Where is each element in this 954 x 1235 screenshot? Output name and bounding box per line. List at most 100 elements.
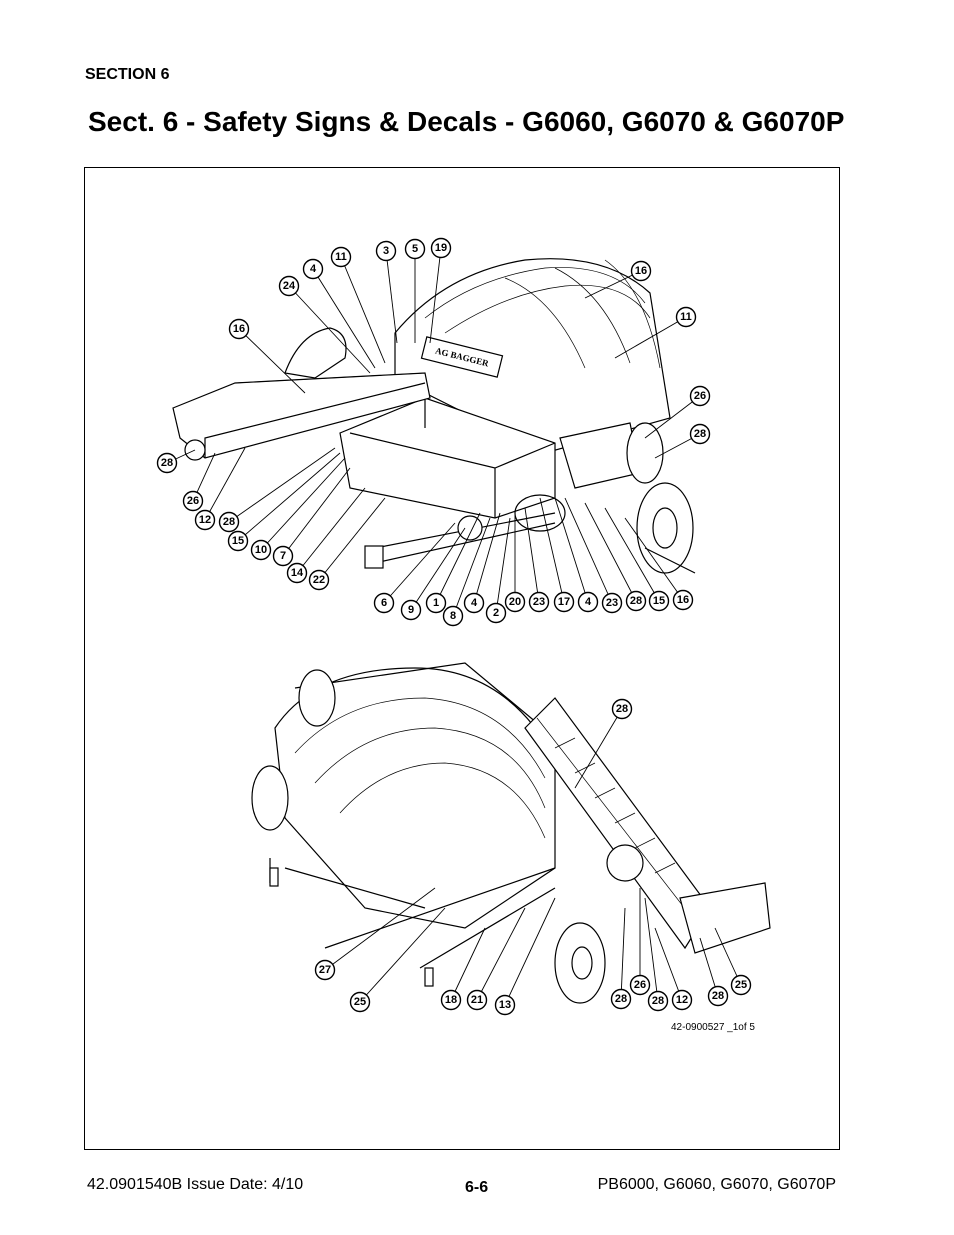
callout-number: 16 [635,265,647,277]
callout-circle [182,490,204,512]
callout-circle [278,275,300,297]
callout-balloon: 26 [689,385,711,407]
callout-circle [610,988,632,1010]
callout-circle [375,240,397,262]
callout-balloon: 25 [730,974,752,996]
callout-circle [250,539,272,561]
callout-circle [404,238,426,260]
callout-leader-line [340,256,386,364]
callout-number: 4 [585,596,592,608]
callout-leader-line [644,897,659,1002]
callout-leader-line [554,497,589,603]
callout-leader-line [429,247,442,344]
callout-number: 13 [499,999,511,1011]
callout-number: 28 [616,703,628,715]
page-title: Sect. 6 - Safety Signs & Decals - G6060,… [88,106,845,137]
callout-number: 12 [676,994,688,1006]
callout-circle [349,991,371,1013]
callout-balloon: 11 [675,306,697,328]
callout-circle [494,994,516,1016]
callout-circle [440,989,462,1011]
callout-number: 28 [161,457,173,469]
callout-leader-line [624,517,684,601]
callout-balloon: 24 [278,275,300,297]
callout-number: 23 [606,597,618,609]
callout-balloon: 16 [228,318,250,340]
callout-number: 25 [735,979,747,991]
top-view-machine: AG BAGGER [172,258,696,574]
callout-balloon: 23 [528,591,550,613]
callout-number: 28 [615,993,627,1005]
callout-balloon: 21 [466,989,488,1011]
callout-number: 22 [313,574,325,586]
callout-leader-line [410,527,466,611]
callout-leader-line [620,907,626,1000]
callout-leader-line [260,457,346,551]
callout-circle [156,452,178,474]
callout-balloon: 28 [156,452,178,474]
callout-balloon: 11 [330,246,352,268]
callout-circle [689,385,711,407]
callout-circle [228,318,250,340]
callout-number: 21 [471,994,483,1006]
callout-leader-line [237,452,341,542]
callout-balloon: 28 [610,988,632,1010]
callout-balloon: 28 [611,698,633,720]
callout-balloon: 12 [194,509,216,531]
callout-leader-line [452,517,491,617]
callout-number: 25 [354,996,366,1008]
callout-circle [430,237,452,259]
callout-number: 7 [280,550,286,562]
callout-balloon: 25 [349,991,371,1013]
callout-circle [672,589,694,611]
callout-number: 20 [509,596,521,608]
callout-number: 14 [291,567,304,579]
callout-circle [466,989,488,1011]
callout-leader-line [288,285,371,374]
callout-number: 17 [558,596,570,608]
callout-circle [400,599,422,621]
callout-number: 11 [680,311,692,323]
callout-leader-line [539,497,565,603]
callout-balloon: 28 [689,423,711,445]
logo-plate [420,336,504,378]
callout-circle [630,260,652,282]
callout-circle [629,974,651,996]
footer-doc-number: 42.0901540B Issue Date: 4/10 [87,1176,304,1193]
callout-circle [707,985,729,1007]
callout-circle [308,569,330,591]
callout-balloon: 26 [629,974,651,996]
callout-number: 5 [412,243,418,255]
callout-balloon: 6 [373,592,395,614]
callout-balloon: 4 [463,592,485,614]
callout-leader-line [282,467,351,557]
callout-leader-line [435,512,481,604]
bottom-view-machine [251,662,771,1004]
callout-leader-line [564,497,613,604]
callout-number: 27 [319,964,331,976]
callout-leader-line [324,887,436,971]
callout-circle [314,959,336,981]
callout-balloon: 16 [630,260,652,282]
callout-leader-line [450,927,486,1001]
callout-number: 19 [435,242,447,254]
callout-circle [286,562,308,584]
callout-circle [730,974,752,996]
callout-leader-line [584,270,642,299]
callout-balloon: 20 [504,591,526,613]
callout-number: 6 [381,597,387,609]
callout-leader-line [318,497,386,581]
callout-circle [442,605,464,627]
callout-number: 4 [310,263,317,275]
callout-number: 23 [533,596,545,608]
callout-balloon: 12 [671,989,693,1011]
callout-number: 18 [445,994,457,1006]
callout-number: 26 [694,390,706,402]
callout-circle [601,592,623,614]
callout-balloon: 26 [182,490,204,512]
callout-circle [302,258,324,280]
footer-page-number: 6-6 [465,1179,489,1196]
callout-circle [463,592,485,614]
callout-leader-line [473,512,501,604]
callout-circle [577,591,599,613]
